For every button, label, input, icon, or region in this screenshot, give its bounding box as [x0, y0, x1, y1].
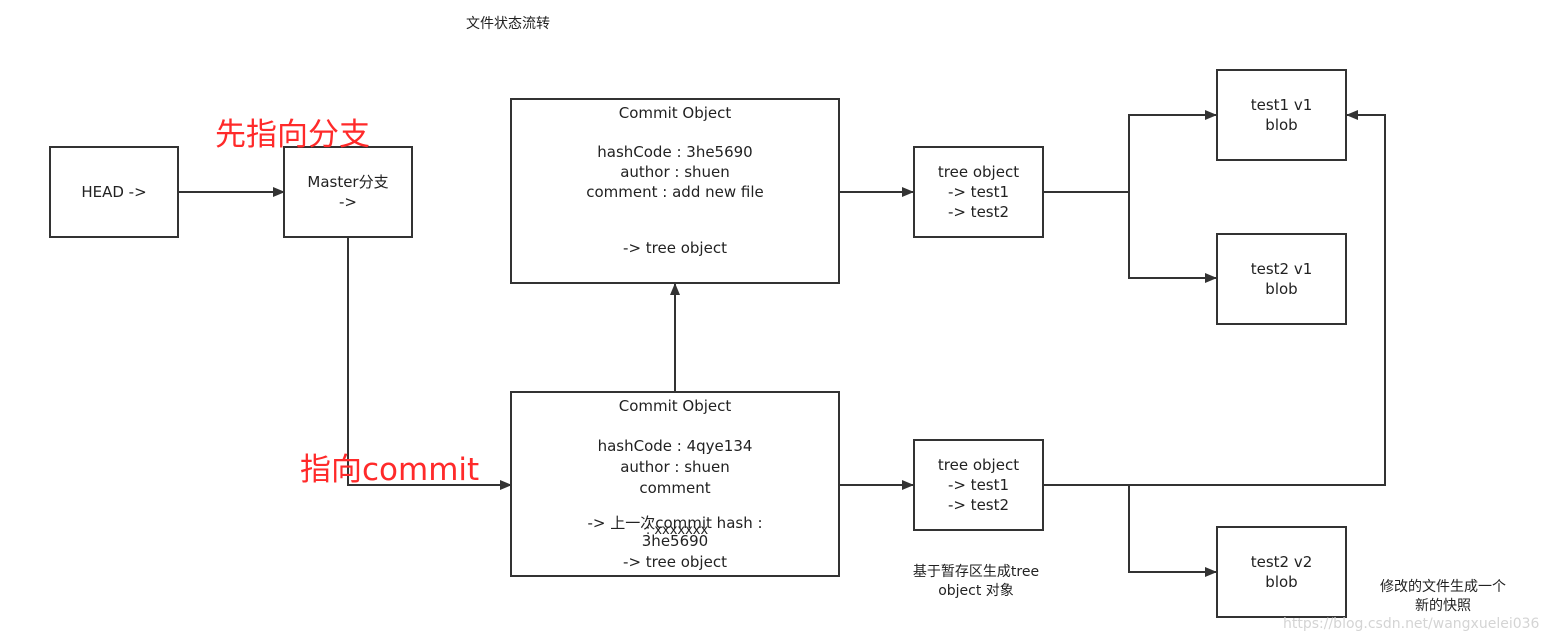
tree-bottom-entry-test1: -> test1: [947, 476, 1010, 494]
commit-bottom-parent-hash: 3he5690: [641, 532, 709, 550]
note-new-snapshot-line1: 修改的文件生成一个: [1380, 579, 1506, 595]
tree-top-entry-test2: -> test2: [947, 203, 1010, 221]
tree-top-title: tree object: [937, 163, 1020, 181]
blob-test2-v2: test2 v2 blob: [1216, 526, 1347, 618]
tree-bottom-title: tree object: [937, 456, 1020, 474]
blob-test1-v1-type: blob: [1265, 116, 1298, 134]
head-label: HEAD ->: [81, 183, 147, 201]
commit-bottom-author: author : shuen: [620, 458, 730, 476]
annotation-point-to-branch: 先指向分支: [215, 117, 370, 153]
note-new-snapshot: 修改的文件生成一个 新的快照: [1368, 578, 1518, 616]
annotation-point-to-commit: 指向commit: [300, 452, 480, 488]
blob-test2-v1-name: test2 v1: [1250, 260, 1313, 278]
commit-bottom-hash: hashCode : 4qye134: [597, 437, 753, 455]
commit-bottom-tree-ref: -> tree object: [623, 553, 727, 571]
blob-test2-v1: test2 v1 blob: [1216, 233, 1347, 325]
commit-object-bottom: Commit Object hashCode : 4qye134 author …: [510, 391, 840, 577]
commit-top-tree-ref: -> tree object: [623, 239, 727, 257]
head-node: HEAD ->: [49, 146, 179, 238]
tree-top-entry-test1: -> test1: [947, 183, 1010, 201]
edge-tree-bottom-to-test2v2: [1128, 485, 1217, 577]
master-label: Master分支: [307, 173, 389, 191]
watermark: https://blog.csdn.net/wangxuelei036: [1283, 616, 1540, 632]
master-branch-node: Master分支 ->: [283, 146, 413, 238]
blob-test1-v1-name: test1 v1: [1250, 96, 1313, 114]
note-new-snapshot-line2: 新的快照: [1415, 598, 1471, 614]
note-tree-from-index: 基于暂存区生成tree object 对象: [901, 563, 1051, 601]
tree-object-top: tree object -> test1 -> test2: [913, 146, 1044, 238]
blob-test2-v2-type: blob: [1265, 573, 1298, 591]
commit-bottom-header: Commit Object: [618, 397, 732, 415]
note-tree-from-index-line2: object 对象: [938, 583, 1014, 599]
commit-bottom-parent-overlap: : xxxxxxx: [645, 523, 709, 538]
edge-tree-top-to-test2v1: [1128, 192, 1217, 283]
commit-top-hash: hashCode : 3he5690: [597, 143, 753, 161]
blob-test2-v2-name: test2 v2: [1250, 553, 1313, 571]
tree-object-bottom: tree object -> test1 -> test2: [913, 439, 1044, 531]
edge-tree-bottom-to-test1v1: [1043, 110, 1386, 486]
commit-object-top: Commit Object hashCode : 3he5690 author …: [510, 98, 840, 284]
edge-master-to-commit: [347, 238, 512, 490]
blob-test2-v1-type: blob: [1265, 280, 1298, 298]
commit-bottom-parent-ref: -> 上一次commit hash :: [587, 514, 763, 532]
edge-tree-top-to-test1v1: [1128, 110, 1217, 192]
diagram-title: 文件状态流转: [466, 16, 550, 32]
commit-top-author: author : shuen: [620, 163, 730, 181]
commit-top-header: Commit Object: [618, 104, 732, 122]
master-arrow-label: ->: [339, 193, 357, 211]
commit-top-comment: comment : add new file: [586, 183, 764, 201]
commit-bottom-comment: comment: [639, 479, 711, 497]
note-tree-from-index-line1: 基于暂存区生成tree: [912, 564, 1040, 580]
tree-bottom-entry-test2: -> test2: [947, 496, 1010, 514]
blob-test1-v1: test1 v1 blob: [1216, 69, 1347, 161]
